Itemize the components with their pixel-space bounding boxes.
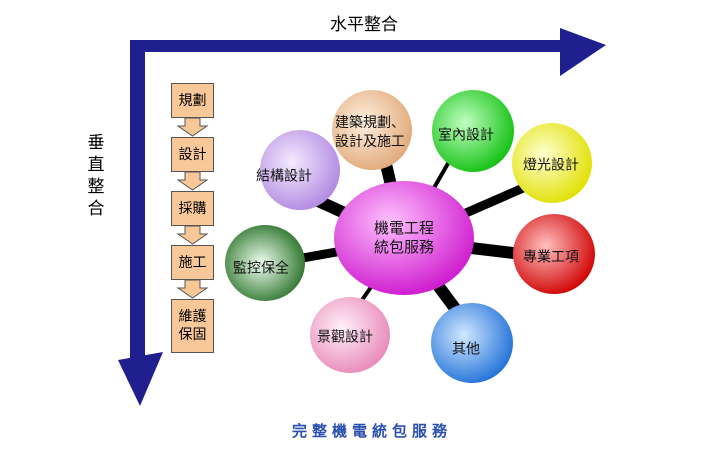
bubble-interior-label: 室內設計 — [438, 127, 494, 144]
bubble-structure-label: 結構設計 — [256, 168, 312, 185]
bubble-lighting — [512, 123, 592, 203]
label-line1: 建築規劃、 — [335, 115, 405, 131]
bubble-other-label: 其他 — [452, 341, 480, 358]
vertical-axis-label: 垂直整合 — [87, 133, 105, 219]
step-maintenance: 維護保固 — [171, 299, 214, 353]
step-construction: 施工 — [171, 245, 214, 280]
step-design: 設計 — [171, 137, 214, 172]
label-line2: 設計及施工 — [335, 134, 405, 150]
bubble-structure — [260, 130, 340, 210]
horizontal-arrow — [130, 28, 606, 76]
bubble-landscape — [310, 297, 390, 373]
bubble-security — [225, 225, 305, 301]
vertical-arrow — [118, 40, 163, 406]
bubbles — [225, 90, 595, 383]
bubble-specialty-label: 專業工項 — [523, 249, 579, 266]
bubble-architecture — [332, 90, 412, 170]
bubble-security-label: 監控保全 — [233, 260, 289, 277]
bubble-landscape-label: 景觀設計 — [317, 329, 373, 346]
hub-line2: 統包服務 — [373, 238, 435, 256]
hub-label: 機電工程 統包服務 — [374, 219, 434, 257]
bubble-interior — [432, 90, 514, 172]
bubble-lighting-label: 燈光設計 — [523, 157, 579, 174]
horizontal-axis-label: 水平整合 — [330, 15, 398, 35]
step-procurement: 採購 — [171, 191, 214, 226]
step-planning: 規劃 — [171, 83, 214, 118]
bubble-other — [431, 303, 513, 383]
hub-bubble — [334, 181, 474, 295]
bubble-specialty — [513, 214, 595, 294]
step-arrows — [176, 117, 209, 299]
footer-caption: 完整機電統包服務 — [292, 422, 453, 440]
bubble-architecture-label: 建築規劃、 設計及施工 — [335, 114, 405, 152]
hub-line1: 機電工程 — [373, 219, 435, 237]
